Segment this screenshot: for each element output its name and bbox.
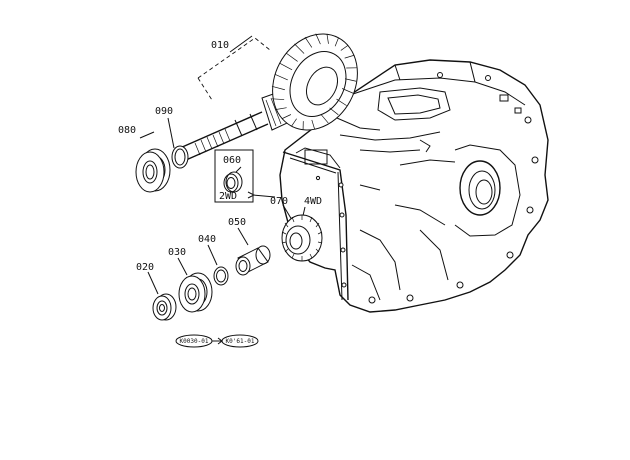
label-070: 070 xyxy=(270,196,288,207)
label-060: 060 xyxy=(223,155,241,166)
collar-040 xyxy=(207,244,229,286)
label-090: 090 xyxy=(155,106,173,117)
nut-020 xyxy=(147,271,177,321)
option-box-2wd xyxy=(214,149,276,203)
ref-code-2: K0'61-01 xyxy=(226,338,255,345)
label-010: 010 xyxy=(211,40,229,51)
label-080: 080 xyxy=(118,125,136,136)
transmission-housing xyxy=(279,59,549,313)
reference-codes: K0030-01 K0'61-01 xyxy=(175,334,259,348)
label-050: 050 xyxy=(228,217,246,228)
gear-070 xyxy=(281,204,323,262)
bearing-080 xyxy=(135,131,171,193)
label-030: 030 xyxy=(168,247,186,258)
ring-gear xyxy=(271,33,358,131)
label-020: 020 xyxy=(136,262,154,273)
collar-090 xyxy=(167,117,189,169)
label-2wd: 2WD xyxy=(219,191,237,202)
label-040: 040 xyxy=(198,234,216,245)
sleeve-050 xyxy=(235,227,271,276)
bearing-030 xyxy=(177,257,213,313)
ref-code-1: K0030-01 xyxy=(180,338,209,345)
label-4wd: 4WD xyxy=(304,196,322,207)
